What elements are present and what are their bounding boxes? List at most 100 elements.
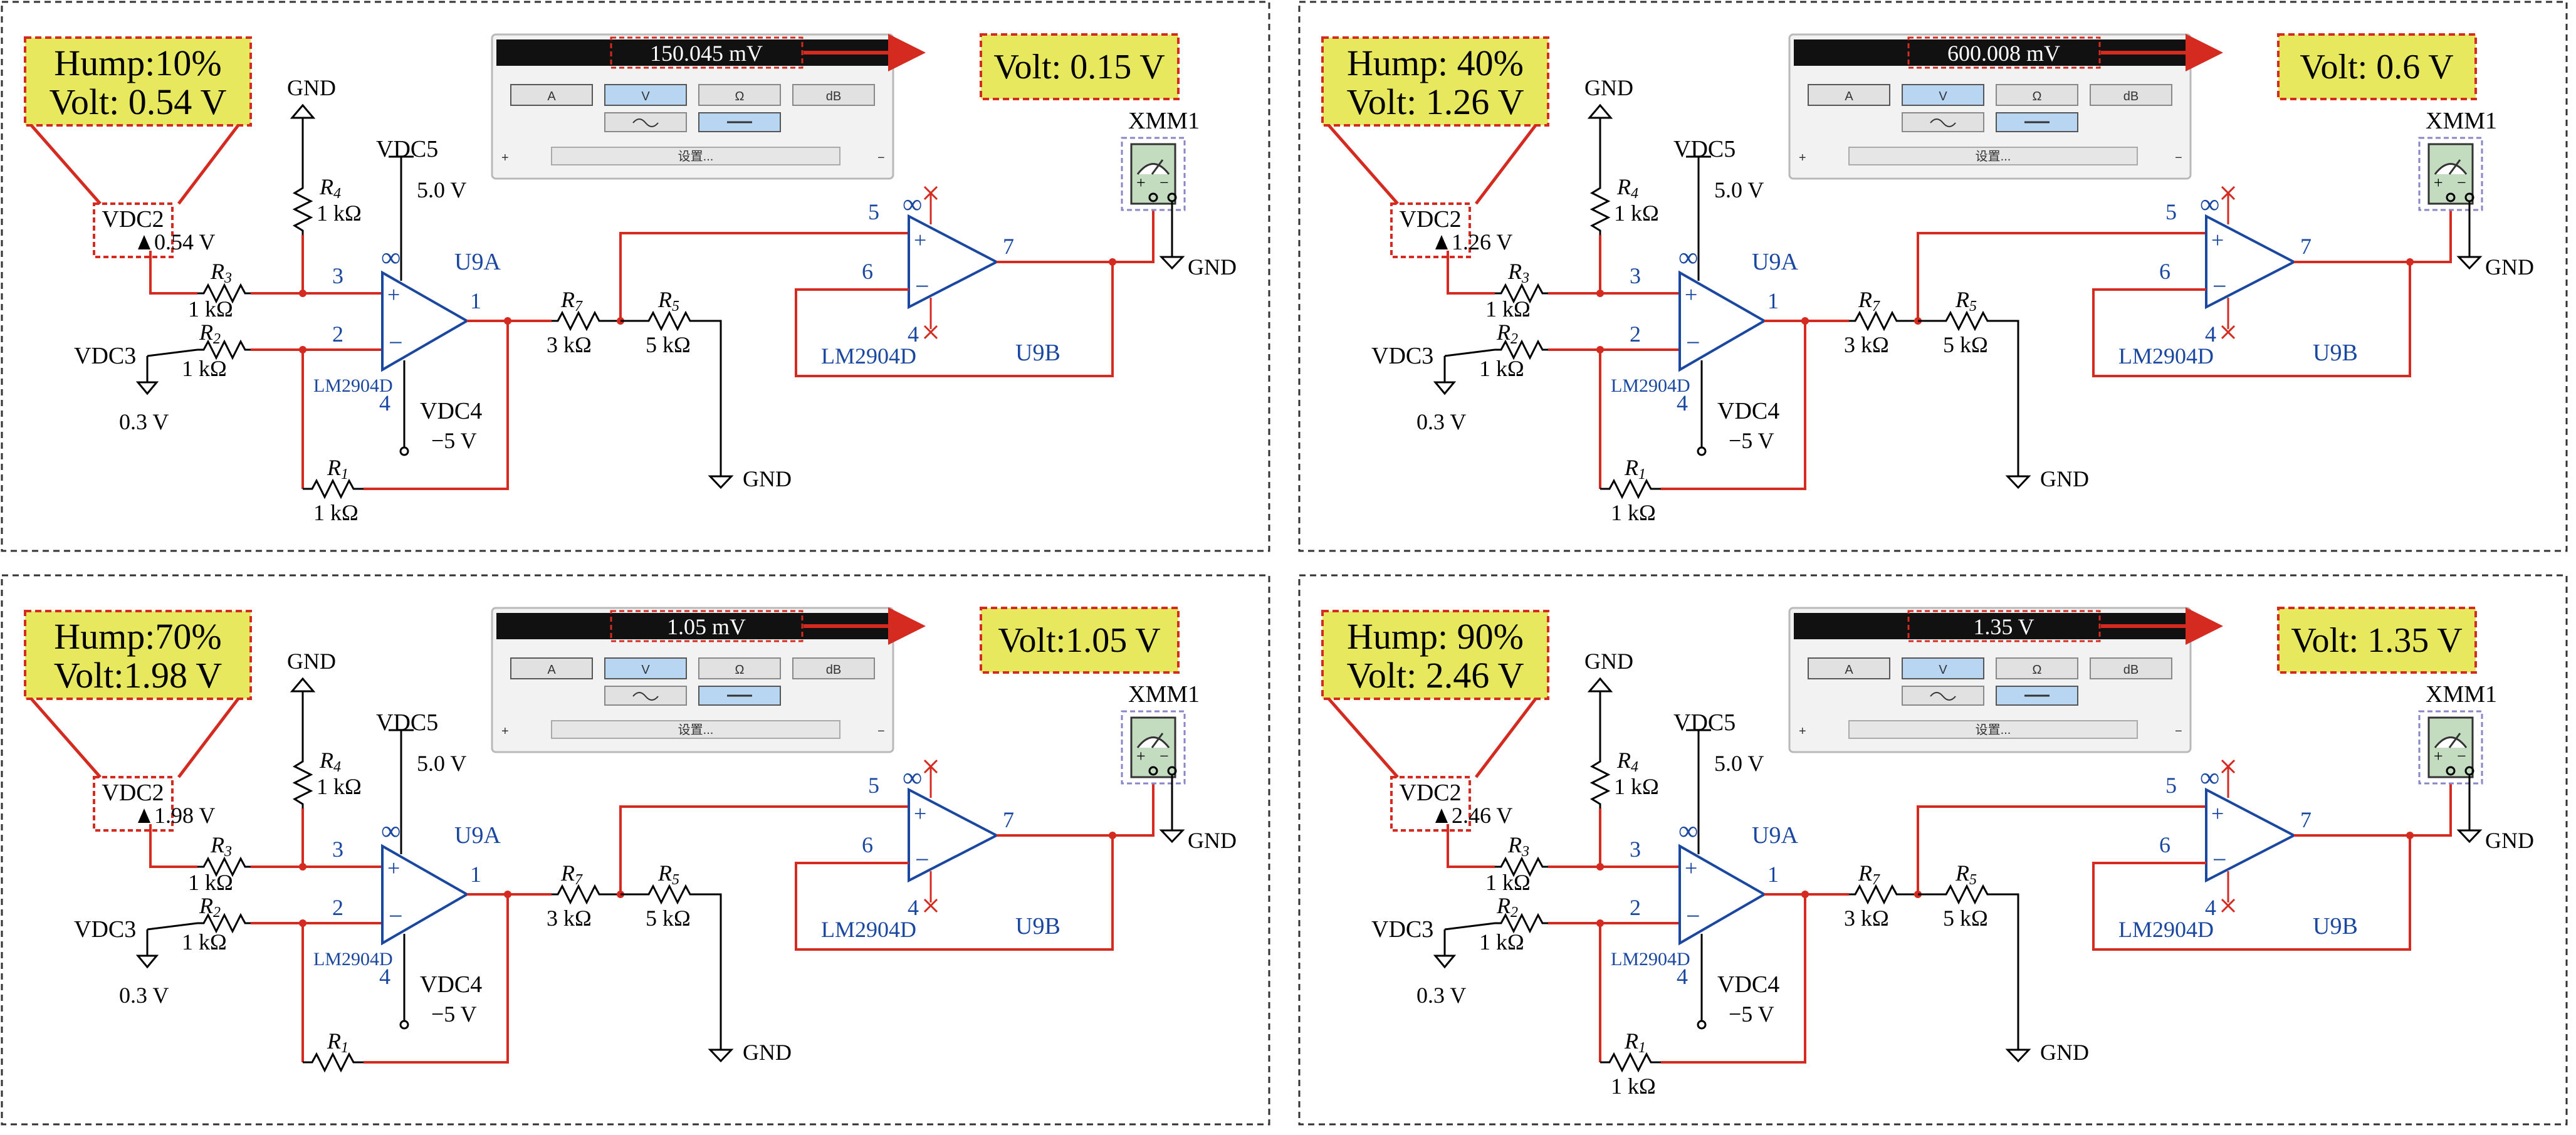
r2-resistor [1495, 913, 1548, 934]
r1-name: R1 [327, 1028, 348, 1056]
meter-button-v[interactable] [1902, 84, 1984, 106]
meter-button-db[interactable] [792, 657, 875, 679]
gnd-bottom-icon [2005, 1040, 2031, 1063]
meter-button-a[interactable] [510, 84, 593, 106]
r1-value: 1 kΩ [1611, 1074, 1656, 1099]
meter-button-v[interactable] [1902, 657, 1984, 679]
u9b-nc-bottom [923, 298, 938, 340]
callout-pointer [1327, 124, 1537, 205]
meter-settings-button[interactable] [551, 147, 840, 165]
xmm1-gnd-label: GND [1188, 828, 1237, 853]
u9a-label: U9A [1752, 249, 1798, 275]
meter-button-db[interactable] [792, 84, 875, 106]
meter-button-db[interactable] [2090, 84, 2172, 106]
junction-u9b-out [2406, 832, 2414, 839]
r2-value: 1 kΩ [1479, 929, 1524, 955]
xmm1-frame [1121, 137, 1186, 211]
r2-resistor [1495, 339, 1548, 360]
gnd-top-icon [1587, 677, 1613, 755]
r4-name: R4 [1616, 174, 1638, 202]
u9a-minus: − [1686, 328, 1700, 357]
meter-button-v[interactable] [604, 657, 687, 679]
xmm1-gnd-label: GND [1188, 254, 1237, 280]
hump-label: Hump:70% [54, 616, 221, 657]
junction-r2 [1596, 346, 1604, 353]
meter-body [491, 33, 894, 180]
hump-label: Hump:10% [54, 43, 221, 83]
meter-button-db[interactable] [2090, 657, 2172, 679]
vdc5-label: VDC5 [1673, 136, 1736, 162]
r3-name: R3 [1507, 832, 1529, 860]
vdc4-terminal [399, 446, 409, 456]
r5-value: 5 kΩ [646, 332, 691, 357]
u9b-pin7: 7 [2300, 807, 2312, 832]
u9a-minus: − [389, 902, 403, 930]
meter-button-a[interactable] [1808, 84, 1890, 106]
meter-button-db-label: dB [2123, 90, 2139, 103]
meter-button-ohm[interactable] [698, 84, 781, 106]
junction-r2 [299, 919, 306, 927]
meter-button-v-label: V [641, 90, 650, 103]
junction-r4 [299, 863, 306, 871]
u9b-plus: + [914, 801, 926, 826]
r1-name: R1 [327, 455, 348, 483]
u9a-pin4: 4 [379, 390, 390, 416]
result-label: Volt: 0.15 V [993, 48, 1165, 86]
meter-button-ac[interactable] [604, 686, 687, 706]
u9b-pin4: 4 [908, 322, 919, 347]
r4-value: 1 kΩ [1614, 774, 1659, 799]
u9b-nc-bottom [2221, 298, 2236, 340]
u9a-plus: + [387, 282, 400, 307]
r1-value: 1 kΩ [1611, 500, 1656, 525]
result-box [980, 607, 1180, 674]
r5-name: R5 [657, 287, 679, 315]
meter-button-a[interactable] [510, 657, 593, 679]
wire-u9b-out [2294, 783, 2452, 837]
r3-value: 1 kΩ [1485, 870, 1531, 895]
u9b-plus: + [2211, 228, 2224, 253]
multimeter-window: 1.35 V A V Ω dB + 设置... − [1788, 607, 2192, 753]
vdc5-value: 5.0 V [1714, 177, 1764, 202]
r3-resistor [1495, 283, 1548, 304]
opamp-u9b [908, 787, 1000, 883]
r1-name: R1 [1624, 455, 1646, 483]
u9b-pin4: 4 [908, 895, 919, 920]
hump-callout: Hump: 90% Volt: 2.46 V [1321, 610, 1549, 778]
meter-reading-box [610, 610, 804, 642]
meter-button-ohm-label: Ω [2033, 90, 2042, 103]
u9a-part: LM2904D [313, 949, 393, 970]
meter-reading-box [610, 36, 804, 69]
pin2-label: 2 [332, 322, 343, 347]
meter-button-ac[interactable] [1902, 686, 1984, 706]
u9b-part: LM2904D [2118, 917, 2214, 942]
xmm1-minus: − [2457, 747, 2466, 765]
meter-button-ohm[interactable] [1996, 84, 2078, 106]
r1-resistor [303, 1052, 364, 1073]
meter-settings-button[interactable] [1848, 147, 2138, 165]
result-label: Volt: 1.35 V [2291, 621, 2462, 660]
r7-resistor [552, 884, 617, 905]
u9a-minus: − [389, 328, 403, 357]
meter-settings-button[interactable] [551, 720, 840, 739]
u9a-pin8: ∞ [381, 815, 401, 846]
meter-button-ohm[interactable] [1996, 657, 2078, 679]
hump-label: Hump: 40% [1347, 43, 1524, 83]
hump-callout: Hump:70% Volt:1.98 V [24, 610, 252, 778]
circuit-panel: Hump:10% Volt: 0.54 V VDC2 0.54 V R3 1 k… [1, 1, 1270, 552]
meter-button-ohm[interactable] [698, 657, 781, 679]
xmm1-plus: + [1136, 174, 1146, 192]
u9b-pin6: 6 [2159, 259, 2170, 284]
meter-button-a-label: A [547, 90, 556, 103]
meter-settings-button[interactable] [1848, 720, 2138, 739]
gnd-bottom-label: GND [743, 1040, 792, 1065]
wire-to-u9b [1917, 232, 2206, 321]
r1-resistor [1600, 478, 1661, 500]
meter-button-v[interactable] [604, 84, 687, 106]
vdc2-source-icon [1435, 235, 1448, 249]
xmm1-gnd-wire [2456, 201, 2483, 270]
u9a-minus: − [1686, 902, 1700, 930]
gnd-top-icon [1587, 103, 1613, 182]
meter-button-a[interactable] [1808, 657, 1890, 679]
r5-name: R5 [657, 860, 679, 888]
